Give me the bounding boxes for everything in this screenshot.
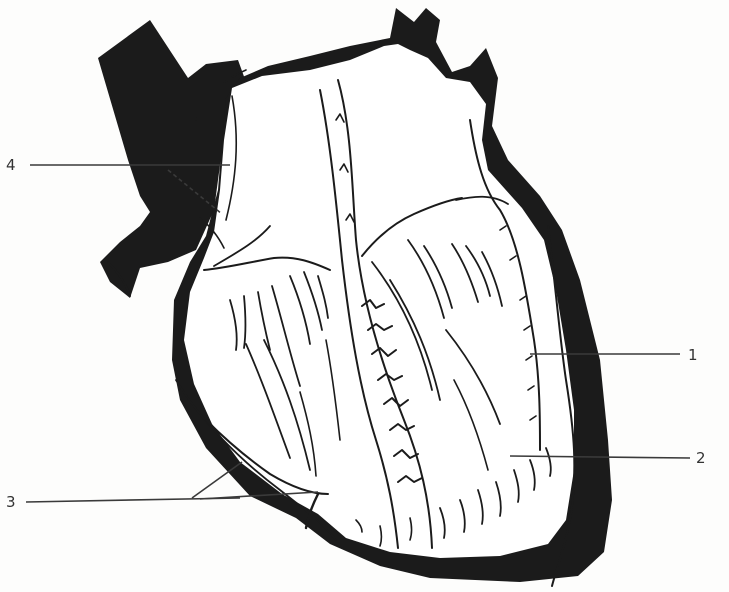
label-2: 2	[696, 449, 706, 467]
label-3: 3	[6, 493, 16, 511]
label-4: 4	[6, 156, 16, 174]
label-1: 1	[688, 346, 698, 364]
leader-line-3-branch-a	[192, 462, 242, 498]
